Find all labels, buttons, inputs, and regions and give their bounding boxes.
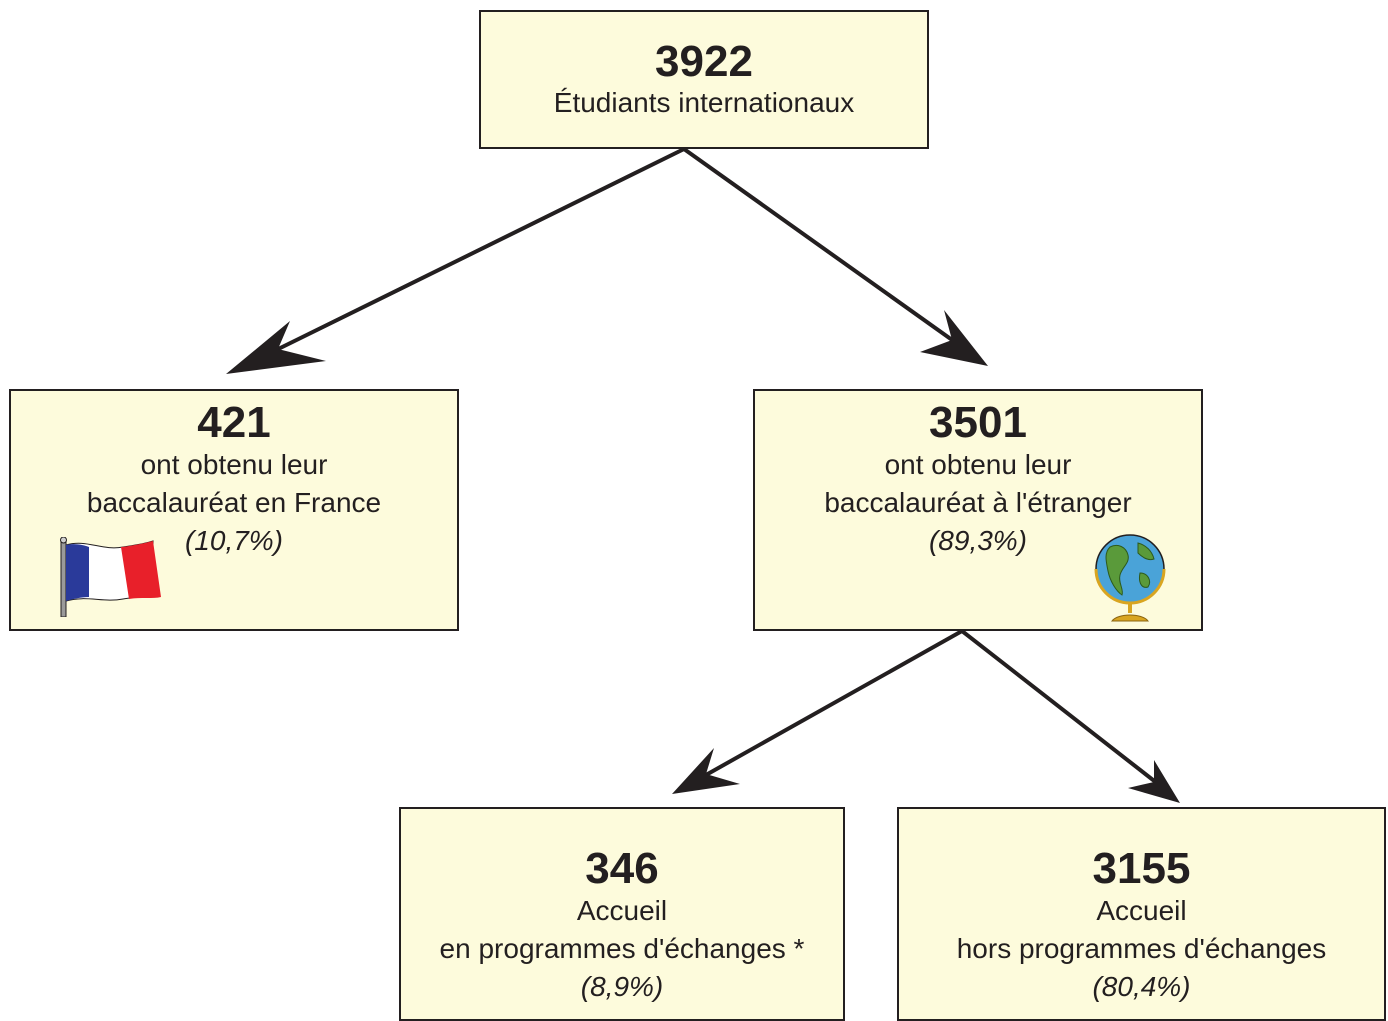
root-node: 3922 Étudiants internationaux (479, 10, 929, 149)
france-line2: baccalauréat en France (86, 487, 382, 518)
exchange-line1: Accueil (576, 895, 668, 926)
abroad-line1: ont obtenu leur (884, 449, 1072, 480)
exchange-count: 346 (585, 844, 659, 893)
french-flag-icon (60, 537, 161, 617)
abroad-line2: baccalauréat à l'étranger (824, 487, 1132, 518)
arrow-abroad-to-nonexchange (960, 629, 1164, 789)
globe-icon (1094, 534, 1166, 622)
non-exchange-program-node: 3155 Accueil hors programmes d'échanges … (897, 807, 1386, 1021)
nonexchange-line1: Accueil (1096, 895, 1187, 926)
arrow-root-to-france (261, 147, 685, 359)
abroad-bac-node: 3501 ont obtenu leur baccalauréat à l'ét… (753, 389, 1203, 631)
exchange-percent: (8,9%) (580, 971, 664, 1002)
root-label: Étudiants internationaux (553, 87, 855, 118)
arrowhead-nonexchange (1128, 760, 1180, 803)
abroad-percent: (89,3%) (928, 525, 1028, 556)
france-line1: ont obtenu leur (140, 449, 328, 480)
arrow-abroad-to-exchange (696, 629, 963, 782)
france-count: 421 (197, 398, 271, 447)
abroad-count: 3501 (929, 398, 1027, 447)
exchange-line2: en programmes d'échanges * (439, 933, 805, 964)
root-count: 3922 (655, 37, 753, 86)
arrowhead-france (226, 321, 326, 374)
arrowhead-exchange (672, 748, 740, 794)
arrow-root-to-abroad (682, 147, 964, 349)
arrowhead-abroad (920, 310, 988, 366)
france-percent: (10,7%) (184, 525, 284, 556)
france-bac-node: 421 ont obtenu leur baccalauréat en Fran… (9, 389, 459, 631)
exchange-program-node: 346 Accueil en programmes d'échanges * (… (399, 807, 845, 1021)
nonexchange-percent: (80,4%) (1092, 971, 1191, 1002)
nonexchange-line2: hors programmes d'échanges (956, 933, 1327, 964)
nonexchange-count: 3155 (1092, 844, 1191, 893)
